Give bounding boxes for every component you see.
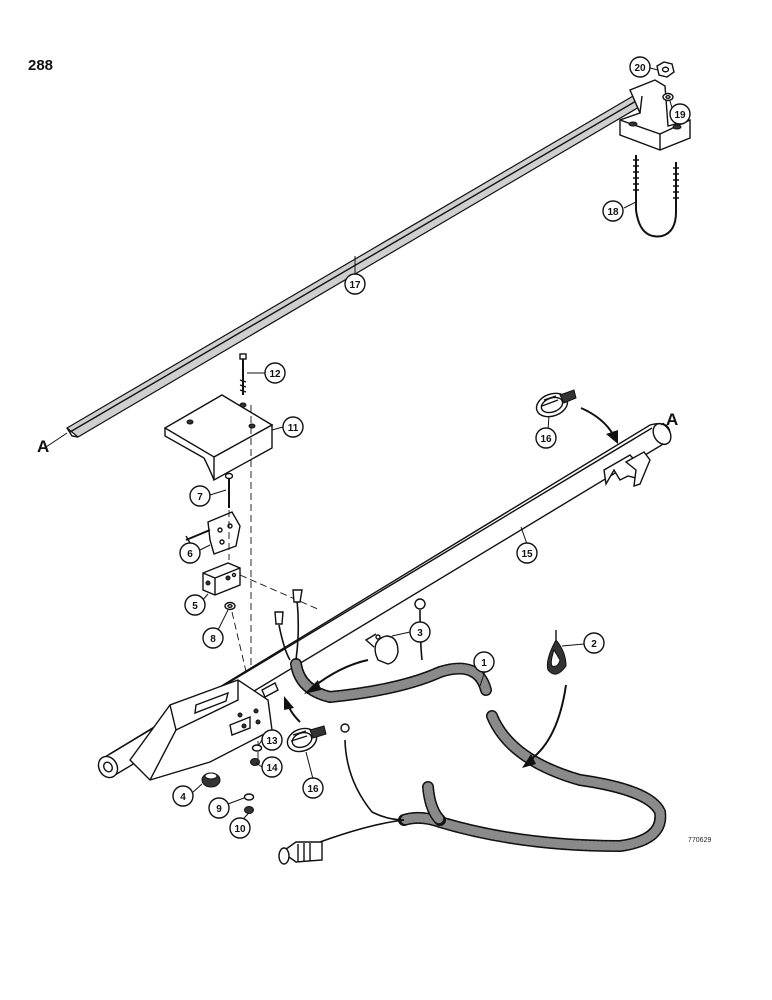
svg-text:16: 16: [307, 784, 319, 795]
callout-2: 2: [561, 632, 605, 654]
svg-text:2: 2: [591, 639, 597, 650]
hose-clamp-16-top: [535, 389, 577, 418]
screw-7: [224, 472, 234, 508]
svg-text:9: 9: [216, 804, 222, 815]
callout-8: 8: [202, 609, 229, 649]
bolt-12: [239, 353, 247, 395]
callout-7: 7: [189, 485, 227, 507]
svg-text:11: 11: [288, 423, 299, 434]
nut-20: [656, 61, 675, 78]
washer-9: [243, 793, 255, 801]
svg-text:6: 6: [187, 549, 193, 560]
svg-text:17: 17: [349, 280, 361, 291]
svg-text:5: 5: [192, 601, 198, 612]
callout-10: 10: [229, 813, 251, 839]
washer-19: [662, 92, 674, 102]
cable-clip-3: [364, 633, 399, 665]
hose-clamp-16-bottom: [286, 725, 327, 753]
wire-harness-1: [274, 589, 667, 865]
callout-1: 1: [473, 651, 495, 687]
section-label-left: A: [37, 437, 50, 456]
grommet-4: [201, 772, 221, 788]
page-number: 288: [28, 57, 54, 74]
callout-9: 9: [208, 797, 245, 819]
svg-text:14: 14: [266, 763, 278, 774]
callout-6: 6: [179, 542, 211, 564]
clamp-bracket: [619, 79, 691, 151]
svg-text:8: 8: [210, 634, 216, 645]
callout-13: 13: [257, 729, 283, 751]
callout-17: 17: [344, 256, 366, 295]
svg-text:19: 19: [674, 110, 686, 121]
svg-text:7: 7: [197, 492, 203, 503]
u-bolt-18: [633, 155, 679, 238]
callout-16-bottom: 16: [302, 751, 324, 799]
tie-strap-2: [546, 630, 567, 675]
svg-text:16: 16: [540, 434, 552, 445]
mounting-bracket: [129, 679, 279, 781]
callout-3: 3: [391, 621, 431, 643]
section-label-right: A: [666, 410, 679, 429]
nut-10: [244, 806, 254, 814]
figure-code: 770629: [688, 837, 712, 844]
washer-8: [224, 601, 236, 611]
callout-16-top: 16: [535, 415, 557, 449]
svg-text:12: 12: [269, 369, 281, 380]
callout-4: 4: [172, 783, 203, 807]
callout-12: 12: [247, 362, 286, 384]
svg-text:20: 20: [634, 63, 646, 74]
svg-text:1: 1: [481, 658, 487, 669]
callout-20: 20: [629, 56, 659, 78]
svg-text:3: 3: [417, 628, 423, 639]
callout-18: 18: [602, 200, 637, 222]
callout-11: 11: [271, 416, 304, 438]
switch-plate-6: [185, 511, 241, 555]
svg-text:4: 4: [180, 792, 186, 803]
washer-13: [251, 744, 263, 752]
assembly-arrows: [284, 407, 618, 768]
svg-text:13: 13: [266, 736, 278, 747]
angle-plate-11: [163, 394, 274, 482]
callout-15: 15: [516, 526, 538, 564]
callout-5: 5: [184, 593, 209, 616]
switch-block-5: [202, 562, 241, 596]
callout-14: 14: [255, 756, 283, 778]
svg-text:18: 18: [607, 207, 619, 218]
svg-text:10: 10: [234, 824, 246, 835]
svg-text:15: 15: [521, 549, 533, 560]
callout-19: 19: [669, 100, 691, 125]
